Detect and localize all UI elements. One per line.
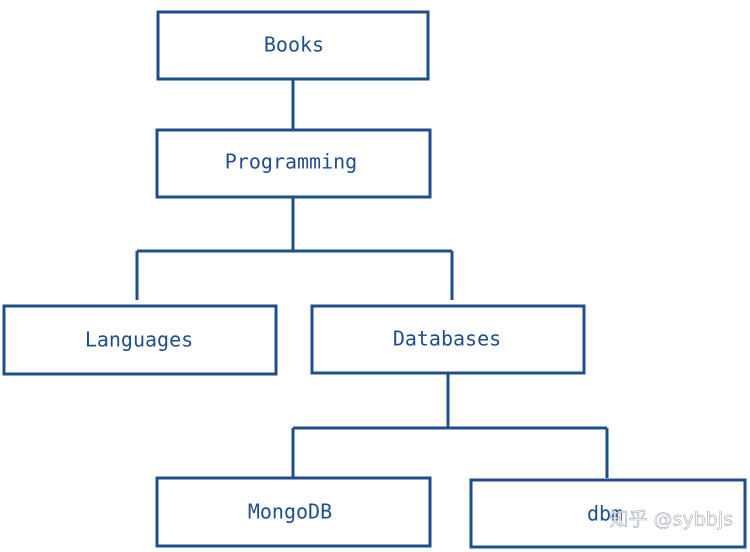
- node-dbm-label: dbm: [587, 502, 623, 526]
- edge-databases-children: [291, 374, 609, 478]
- node-programming: Programming: [155, 128, 432, 199]
- node-dbm-box: [469, 478, 747, 549]
- node-mongodb-box: [155, 476, 432, 548]
- node-languages-box: [2, 304, 278, 376]
- edge-programming-children: [135, 198, 454, 300]
- watermark-text: 知乎 @sybbjs: [610, 509, 733, 531]
- node-programming-box: [155, 128, 432, 199]
- node-books-label: Books: [264, 33, 324, 57]
- node-books-box: [156, 10, 430, 81]
- node-languages: Languages: [2, 304, 278, 376]
- connectors: [135, 80, 609, 478]
- node-languages-label: Languages: [85, 328, 193, 352]
- node-mongodb: MongoDB: [155, 476, 432, 548]
- node-databases: Databases: [310, 304, 586, 375]
- node-databases-label: Databases: [393, 327, 501, 351]
- node-books: Books: [156, 10, 430, 81]
- node-dbm: dbm: [469, 478, 747, 549]
- node-databases-box: [310, 304, 586, 375]
- node-programming-label: Programming: [225, 150, 357, 174]
- node-mongodb-label: MongoDB: [248, 500, 332, 524]
